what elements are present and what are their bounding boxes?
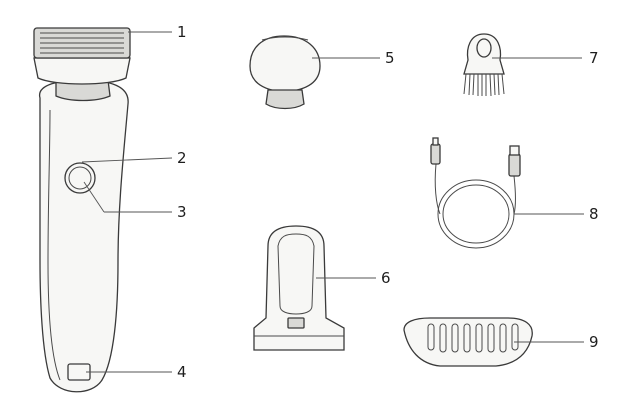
cleaning-brush — [463, 33, 505, 97]
shaver-head — [33, 27, 131, 85]
power-button — [64, 162, 96, 194]
callout-9: 9 — [589, 333, 599, 351]
callout-1: 1 — [177, 23, 187, 41]
callout-4: 4 — [177, 363, 187, 381]
leader-2 — [81, 157, 173, 163]
callout-3: 3 — [177, 203, 187, 221]
callout-8: 8 — [589, 205, 599, 223]
leader-3 — [83, 181, 105, 213]
callout-2: 2 — [177, 149, 187, 167]
callout-7: 7 — [589, 49, 599, 67]
shaver-body — [39, 79, 129, 393]
head-attachment — [249, 35, 321, 110]
usb-cable — [430, 137, 521, 249]
leader-lines — [81, 31, 584, 373]
callout-5: 5 — [385, 49, 395, 67]
callout-6: 6 — [381, 269, 391, 287]
charging-stand — [253, 225, 345, 351]
comb-attachment — [403, 317, 533, 367]
